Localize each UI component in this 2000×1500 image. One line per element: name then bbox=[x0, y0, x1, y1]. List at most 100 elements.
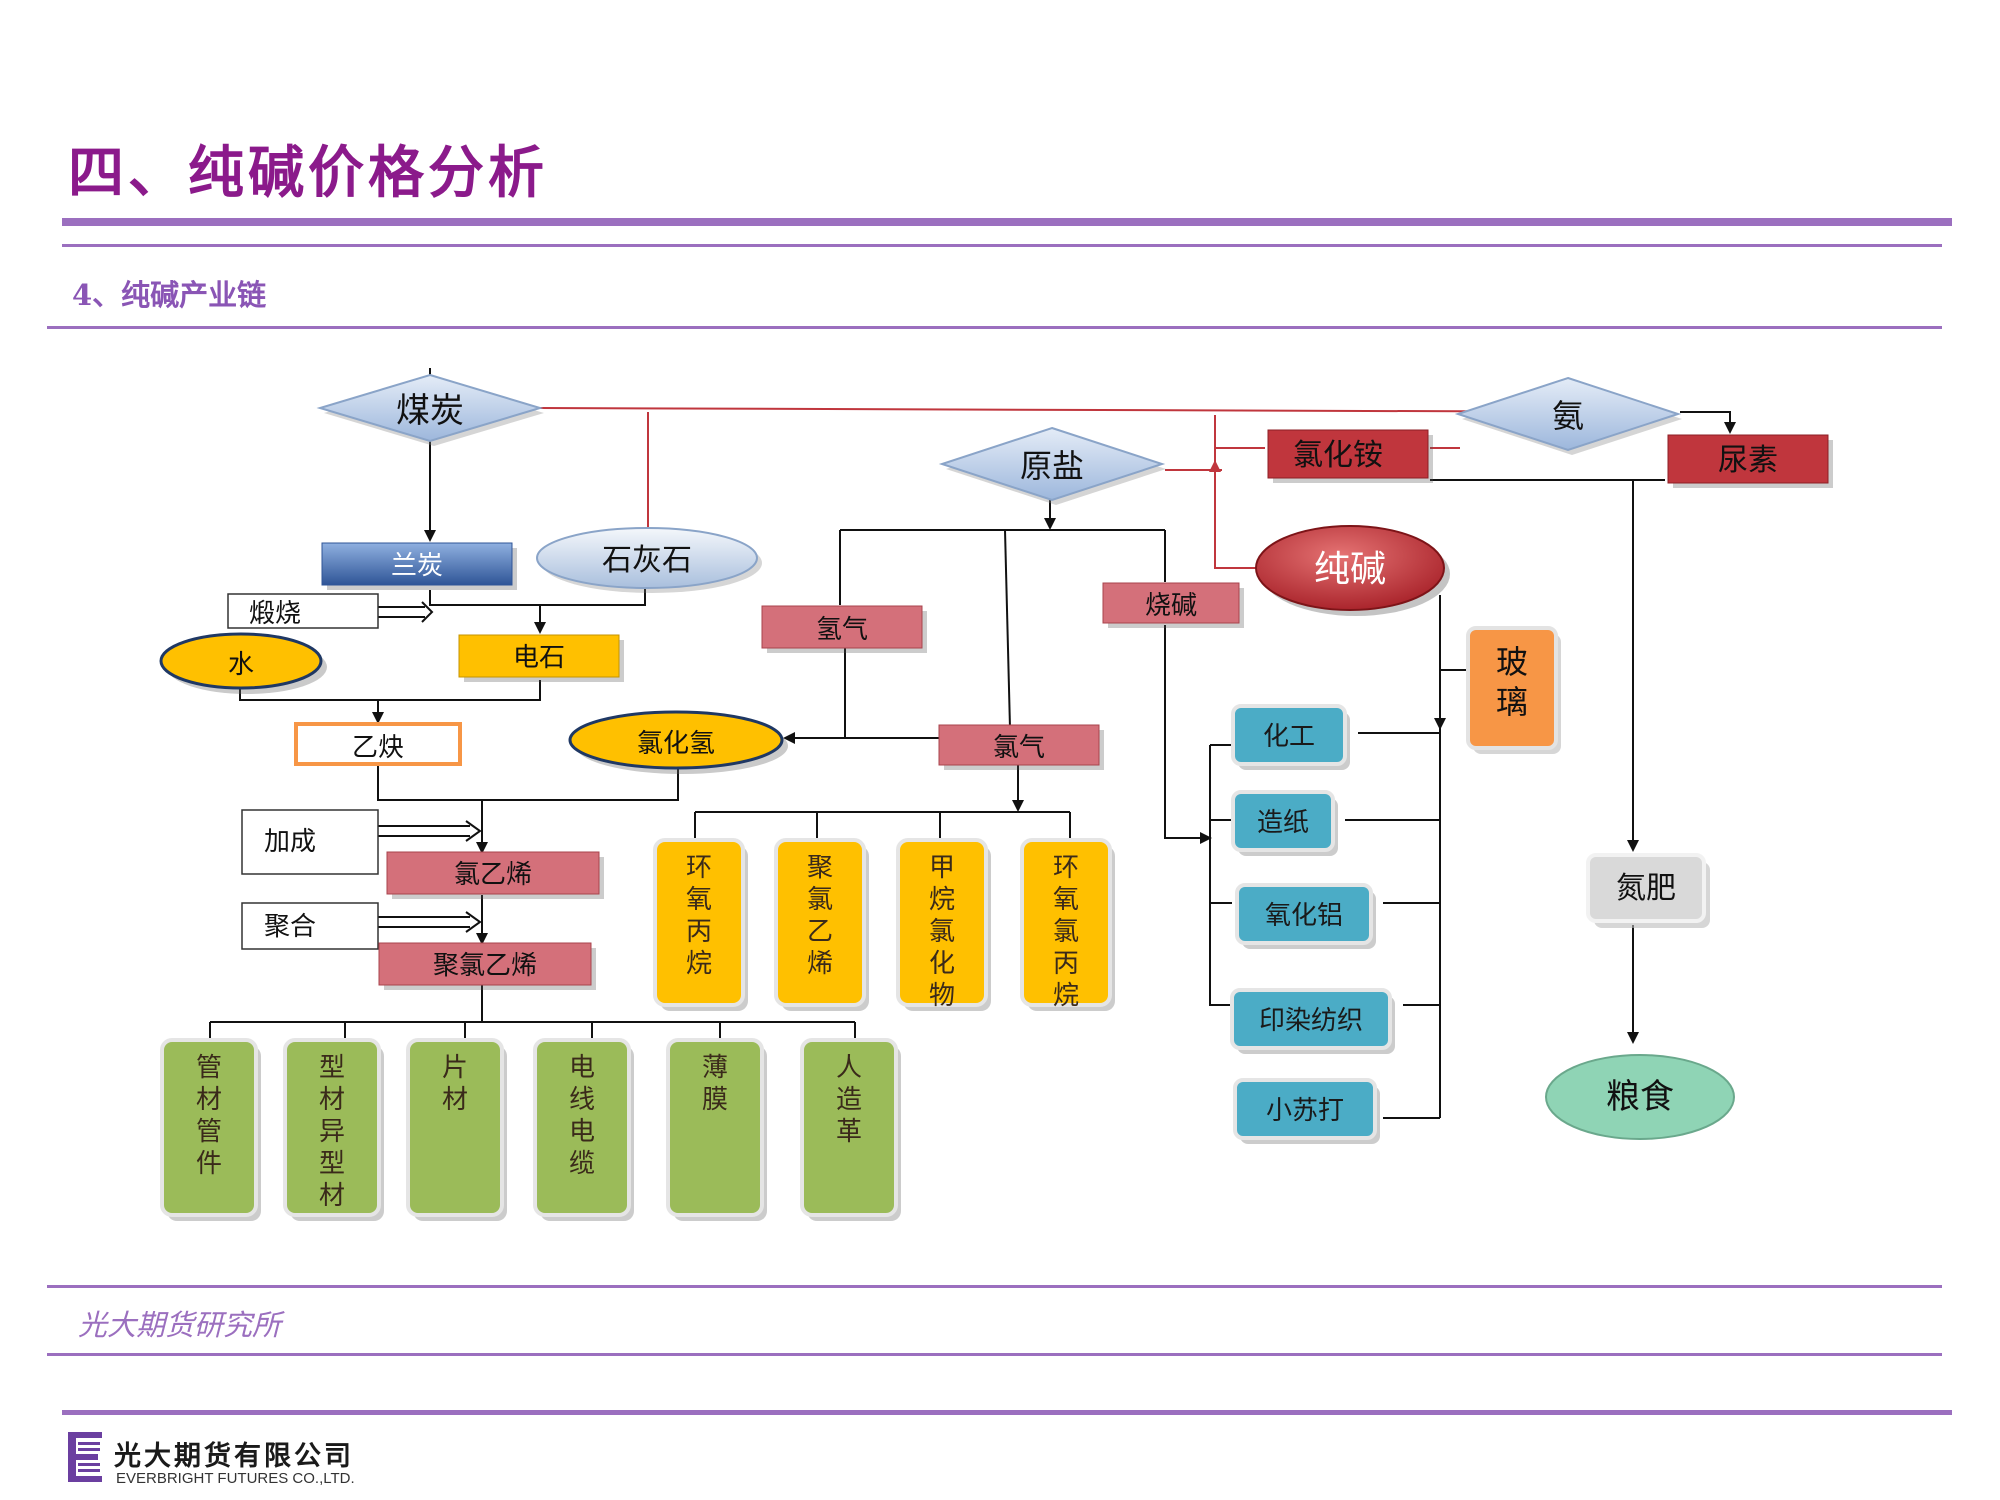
svg-text:乙: 乙 bbox=[807, 917, 833, 947]
title-divider-thick bbox=[62, 218, 1952, 226]
svg-text:氧: 氧 bbox=[686, 885, 712, 915]
limestone-node: 石灰石 bbox=[536, 527, 762, 593]
svg-text:膜: 膜 bbox=[702, 1085, 728, 1115]
svg-text:聚: 聚 bbox=[807, 853, 833, 883]
hydrogen-node: 氢气 bbox=[761, 605, 927, 653]
pvc-node: 聚氯乙烯 bbox=[378, 942, 596, 990]
ammonia-label: 氨 bbox=[1552, 397, 1584, 435]
glass-label-2: 璃 bbox=[1496, 683, 1528, 721]
svg-text:造纸: 造纸 bbox=[1257, 808, 1309, 838]
hydrogen-label: 氢气 bbox=[816, 615, 868, 645]
acetylene-label: 乙炔 bbox=[352, 733, 404, 763]
svg-text:物: 物 bbox=[929, 981, 955, 1011]
calcine-node: 煅烧 bbox=[227, 593, 379, 629]
chlorine-product-box: 聚氯乙烯 bbox=[774, 838, 869, 1011]
pvc-product-box: 片材 bbox=[406, 1038, 507, 1221]
soda-ash-use-box: 印染纺织 bbox=[1230, 988, 1395, 1054]
svg-text:化: 化 bbox=[929, 949, 955, 979]
soda-ash-label: 纯碱 bbox=[1314, 549, 1386, 590]
ammonia-node: 氨 bbox=[1454, 376, 1682, 455]
svg-text:环: 环 bbox=[1053, 853, 1079, 883]
glass-label-1: 玻 bbox=[1496, 643, 1528, 681]
svg-text:烷: 烷 bbox=[929, 885, 955, 915]
salt-label: 原盐 bbox=[1020, 447, 1084, 485]
svg-text:丙: 丙 bbox=[1053, 949, 1079, 979]
subtitle-divider bbox=[47, 326, 1942, 329]
grain-node: 粮食 bbox=[1545, 1054, 1735, 1140]
soda-ash-node: 纯碱 bbox=[1255, 525, 1450, 616]
svg-text:缆: 缆 bbox=[569, 1149, 595, 1179]
nitrogen-fertilizer-label: 氮肥 bbox=[1616, 871, 1676, 906]
vcm-label: 氯乙烯 bbox=[454, 860, 532, 890]
svg-text:型: 型 bbox=[319, 1149, 345, 1179]
nitrogen-fertilizer-node: 氮肥 bbox=[1586, 853, 1710, 928]
svg-text:氧化铝: 氧化铝 bbox=[1265, 901, 1343, 931]
carbide-label: 电石 bbox=[513, 643, 565, 673]
svg-text:型: 型 bbox=[319, 1053, 345, 1083]
logo-divider bbox=[62, 1410, 1952, 1415]
water-label: 水 bbox=[228, 650, 254, 680]
svg-text:电: 电 bbox=[569, 1053, 595, 1083]
caustic-node: 烧碱 bbox=[1102, 582, 1244, 628]
calcine-label: 煅烧 bbox=[249, 599, 301, 629]
svg-text:甲: 甲 bbox=[929, 853, 955, 883]
soda-ash-use-box: 化工 bbox=[1231, 704, 1350, 770]
svg-text:氧: 氧 bbox=[1053, 885, 1079, 915]
polymerize-label: 聚合 bbox=[264, 912, 316, 942]
svg-text:材: 材 bbox=[442, 1085, 468, 1115]
svg-text:材: 材 bbox=[319, 1181, 345, 1211]
svg-text:异: 异 bbox=[319, 1117, 345, 1147]
coal-node: 煤炭 bbox=[316, 373, 544, 446]
svg-text:烯: 烯 bbox=[807, 949, 833, 979]
urea-node: 尿素 bbox=[1667, 434, 1833, 488]
limestone-label: 石灰石 bbox=[602, 543, 692, 578]
lanthan-node: 兰炭 bbox=[321, 542, 517, 590]
acetylene-node: 乙炔 bbox=[294, 722, 462, 766]
svg-text:造: 造 bbox=[836, 1085, 862, 1115]
company-name-en: EVERBRIGHT FUTURES CO.,LTD. bbox=[116, 1470, 355, 1487]
lanthan-label: 兰炭 bbox=[391, 551, 443, 581]
page-title: 四、纯碱价格分析 bbox=[68, 140, 548, 206]
svg-text:小苏打: 小苏打 bbox=[1266, 1096, 1344, 1126]
svg-text:化工: 化工 bbox=[1263, 722, 1315, 752]
svg-text:氯: 氯 bbox=[807, 885, 833, 915]
pvc-label: 聚氯乙烯 bbox=[433, 951, 537, 981]
company-name-cn: 光大期货有限公司 bbox=[114, 1441, 354, 1472]
svg-text:管: 管 bbox=[196, 1053, 222, 1083]
addition-label: 加成 bbox=[264, 827, 316, 857]
svg-text:丙: 丙 bbox=[686, 917, 712, 947]
grain-label: 粮食 bbox=[1606, 1077, 1674, 1117]
svg-text:件: 件 bbox=[196, 1149, 222, 1179]
vcm-node: 氯乙烯 bbox=[386, 851, 604, 899]
glass-node: 玻 璃 bbox=[1466, 626, 1561, 754]
svg-text:烷: 烷 bbox=[686, 949, 712, 979]
chlorine-label: 氯气 bbox=[993, 733, 1045, 763]
water-node: 水 bbox=[159, 632, 327, 694]
addition-node: 加成 bbox=[241, 809, 379, 875]
svg-text:管: 管 bbox=[196, 1117, 222, 1147]
soda-ash-use-box: 氧化铝 bbox=[1235, 883, 1376, 949]
svg-text:电: 电 bbox=[569, 1117, 595, 1147]
pvc-product-box: 人造革 bbox=[800, 1038, 901, 1221]
svg-text:薄: 薄 bbox=[702, 1053, 728, 1083]
footer-divider-bottom bbox=[47, 1353, 1942, 1356]
svg-text:片: 片 bbox=[442, 1053, 468, 1083]
svg-text:印染纺织: 印染纺织 bbox=[1259, 1006, 1363, 1036]
soda-ash-use-box: 造纸 bbox=[1231, 790, 1338, 856]
chlorine-node: 氯气 bbox=[938, 724, 1104, 770]
pvc-product-box: 薄膜 bbox=[666, 1038, 767, 1221]
polymerize-node: 聚合 bbox=[241, 902, 379, 950]
section-subtitle: 4、纯碱产业链 bbox=[72, 278, 267, 312]
svg-text:线: 线 bbox=[569, 1085, 595, 1115]
footer-divider-top bbox=[47, 1285, 1942, 1288]
svg-text:环: 环 bbox=[686, 853, 712, 883]
